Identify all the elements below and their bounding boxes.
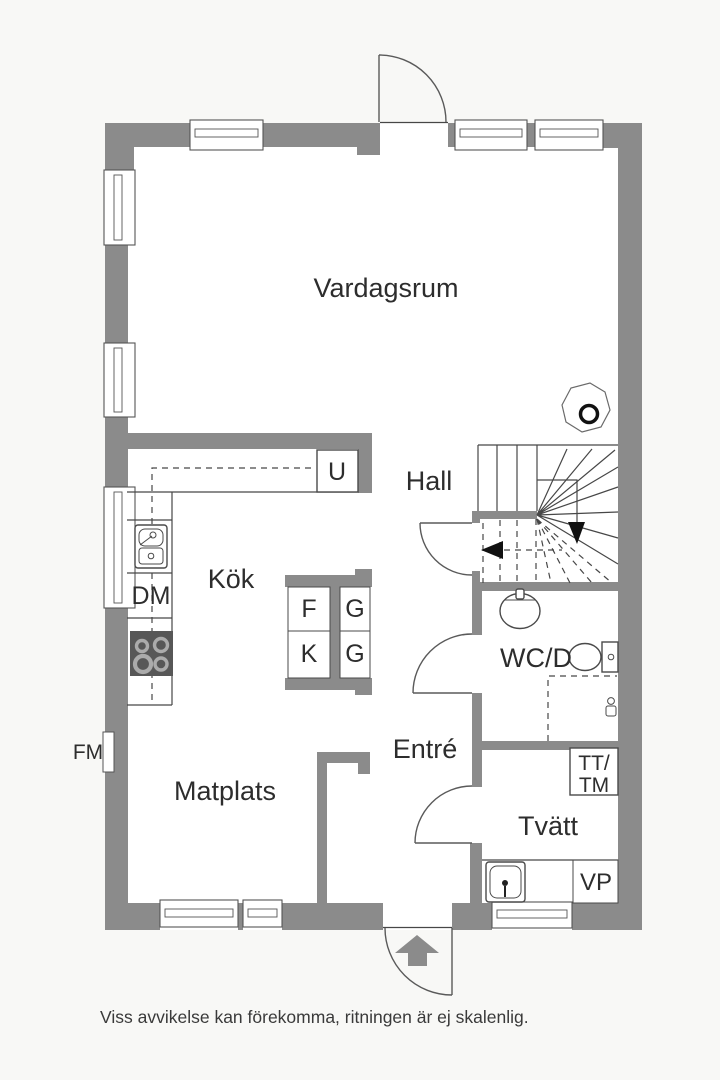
stair-divider-wall <box>472 511 537 519</box>
label-fresh-air-vent: FM <box>73 741 103 764</box>
label-fridge: K <box>301 640 318 668</box>
wall-corner <box>105 123 134 170</box>
chimney-symbol <box>561 382 611 433</box>
room-labels: Vardagsrum Hall Kök Matplats Entré WC/D … <box>174 273 579 841</box>
window <box>159 899 239 928</box>
wall-segment <box>105 903 160 930</box>
wall-segment <box>452 903 492 930</box>
dryer-washer-box <box>569 747 619 796</box>
stair-direction-arrow-down <box>568 522 585 544</box>
window <box>534 119 604 151</box>
dining-entry-wall <box>317 752 327 903</box>
window <box>242 899 283 928</box>
wall-segment <box>448 123 455 147</box>
wcd-top-wall <box>472 582 618 591</box>
label-dishwasher: DM <box>132 582 171 610</box>
wall-stub <box>358 763 370 774</box>
label-hall: Hall <box>406 466 453 496</box>
countertop-dashed-line <box>151 467 313 700</box>
doors <box>378 54 473 996</box>
kitchen-wall <box>127 433 372 449</box>
window <box>103 169 136 246</box>
ceiling-height-dashed-line <box>547 675 617 741</box>
floor-area <box>105 123 642 930</box>
label-entry: Entré <box>393 734 458 764</box>
window <box>189 119 264 151</box>
wall-stub <box>472 511 480 523</box>
label-tall-cabinet: U <box>328 458 346 486</box>
laundry-fittings <box>482 747 619 904</box>
laundry-sink <box>485 861 526 903</box>
island-bottom-notch <box>355 678 372 695</box>
door-jamb-stub <box>357 147 380 155</box>
door-laundry <box>414 785 473 844</box>
island-cabinets <box>287 586 371 679</box>
label-cabinet-lower: G <box>345 640 364 668</box>
stair-direction-arrow-left <box>481 541 503 559</box>
door-hall <box>419 522 473 576</box>
label-freezer: F <box>301 595 316 623</box>
label-laundry: Tvätt <box>518 811 579 841</box>
wall-segment <box>105 608 128 903</box>
fixture-labels: U DM F K G G FM TT/ TM VP <box>73 458 612 896</box>
island-top-bar <box>285 575 372 587</box>
wall-segment <box>263 123 380 147</box>
wcd-fittings <box>499 588 619 741</box>
label-washer: TM <box>579 774 609 797</box>
wall-segment <box>105 245 128 343</box>
door-top <box>378 54 448 124</box>
kitchen-fittings <box>127 449 371 706</box>
water-heater-box <box>572 859 619 904</box>
wall-segment <box>282 903 383 930</box>
window <box>491 901 573 929</box>
bathroom-sink <box>499 588 541 630</box>
stove <box>130 631 173 676</box>
wall-stub <box>472 571 480 583</box>
interior-walls <box>127 433 618 905</box>
wall-segment <box>527 123 535 147</box>
label-dining: Matplats <box>174 776 276 806</box>
window <box>454 119 528 151</box>
shower-tap-icon <box>605 697 617 717</box>
flue-icon <box>578 403 600 425</box>
wall-segment <box>618 123 642 930</box>
toilet <box>568 641 619 673</box>
wall-segment <box>238 903 243 930</box>
wcd-left-wall <box>472 693 482 742</box>
laundry-left-wall <box>472 750 482 787</box>
wall-segment <box>105 417 128 487</box>
laundry-top-wall <box>472 741 618 750</box>
island-middle-wall <box>330 575 340 690</box>
window <box>103 342 136 418</box>
entrance-arrow-icon <box>395 935 439 966</box>
door-entrance <box>383 926 453 996</box>
label-dryer: TT/ <box>578 752 610 775</box>
kitchen-wall-return <box>358 433 372 493</box>
label-wc-shower: WC/D <box>500 643 572 673</box>
island-top-notch <box>355 569 372 587</box>
label-kitchen: Kök <box>208 564 255 594</box>
kitchen-sink <box>134 524 168 569</box>
laundry-left-wall <box>470 843 482 905</box>
wall-segment <box>572 903 642 930</box>
island-bottom-bar <box>285 678 372 690</box>
label-water-heater: VP <box>580 869 612 896</box>
outer-walls <box>105 123 642 930</box>
door-wcd <box>412 633 473 694</box>
label-cabinet-upper: G <box>345 595 364 623</box>
label-living-room: Vardagsrum <box>313 273 458 303</box>
window <box>103 486 136 609</box>
wcd-left-wall <box>472 591 482 635</box>
staircase <box>477 444 619 584</box>
windows <box>102 119 604 929</box>
disclaimer-text: Viss avvikelse kan förekomma, ritningen … <box>100 1007 529 1027</box>
dining-entry-wall-top <box>317 752 370 763</box>
tall-cabinet-box <box>316 449 359 493</box>
fresh-air-vent <box>102 731 115 773</box>
